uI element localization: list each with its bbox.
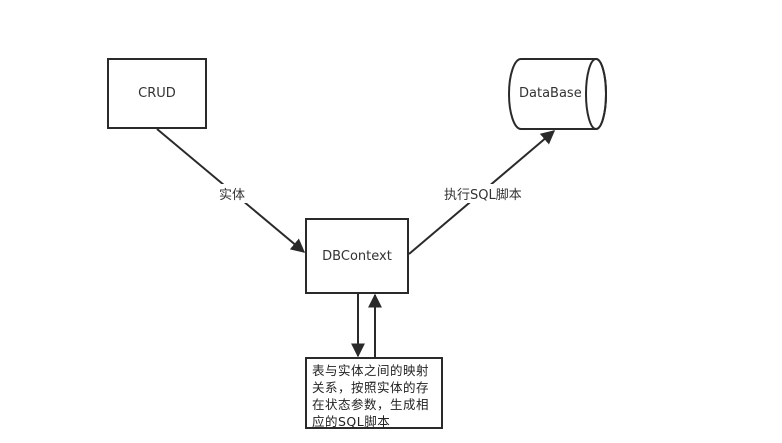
edge-label-entity: 实体 (217, 184, 248, 203)
database-node[interactable] (508, 58, 608, 130)
edge-label-execute-sql: 执行SQL脚本 (442, 184, 524, 203)
database-cylinder-shape (508, 58, 607, 130)
mapping-note-text: 表与实体之间的映射关系，按照实体的存在状态参数，生成相应的SQL脚本 (312, 363, 430, 429)
dbcontext-node[interactable]: DBContext (305, 218, 409, 294)
crud-label: CRUD (138, 86, 176, 101)
dbcontext-label: DBContext (322, 248, 392, 264)
database-label: DataBase (519, 86, 582, 101)
crud-node[interactable]: CRUD (107, 58, 207, 129)
mapping-note-node[interactable]: 表与实体之间的映射关系，按照实体的存在状态参数，生成相应的SQL脚本 (305, 357, 443, 429)
